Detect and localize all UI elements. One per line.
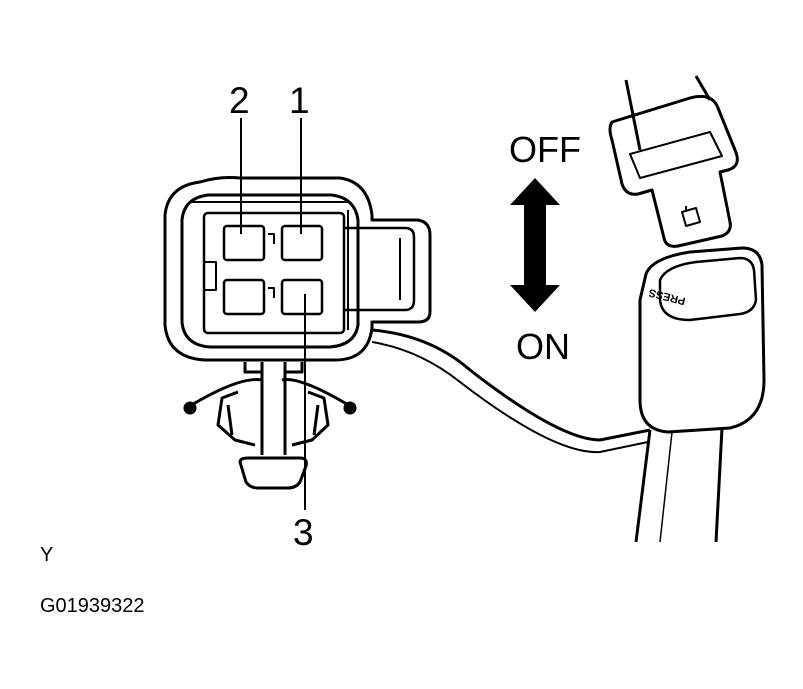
direction-label-off: OFF — [509, 129, 581, 170]
pin-label-3: 3 — [293, 512, 314, 553]
connector-outer-housing — [163, 176, 432, 362]
mounting-clip — [183, 362, 357, 490]
double-arrow-icon — [510, 178, 560, 312]
terminal-cavity-2 — [222, 224, 266, 262]
pin-label-1: 1 — [289, 80, 310, 121]
terminal-cavity-4 — [222, 278, 266, 316]
buckle-press-text: PRESS — [648, 286, 687, 307]
pin-label-2: 2 — [229, 80, 250, 121]
figure-code: G01939322 — [40, 595, 145, 617]
belt-buckle — [634, 246, 766, 543]
belt-tongue — [608, 75, 739, 248]
connector-inner-housing — [180, 193, 360, 349]
view-label: Y — [40, 544, 53, 566]
terminal-cavity-3 — [280, 278, 324, 316]
switch-wire — [371, 328, 651, 442]
connector-latch — [345, 226, 416, 312]
direction-label-on: ON — [516, 326, 570, 367]
leader-lines — [240, 118, 306, 510]
connector — [163, 176, 432, 362]
